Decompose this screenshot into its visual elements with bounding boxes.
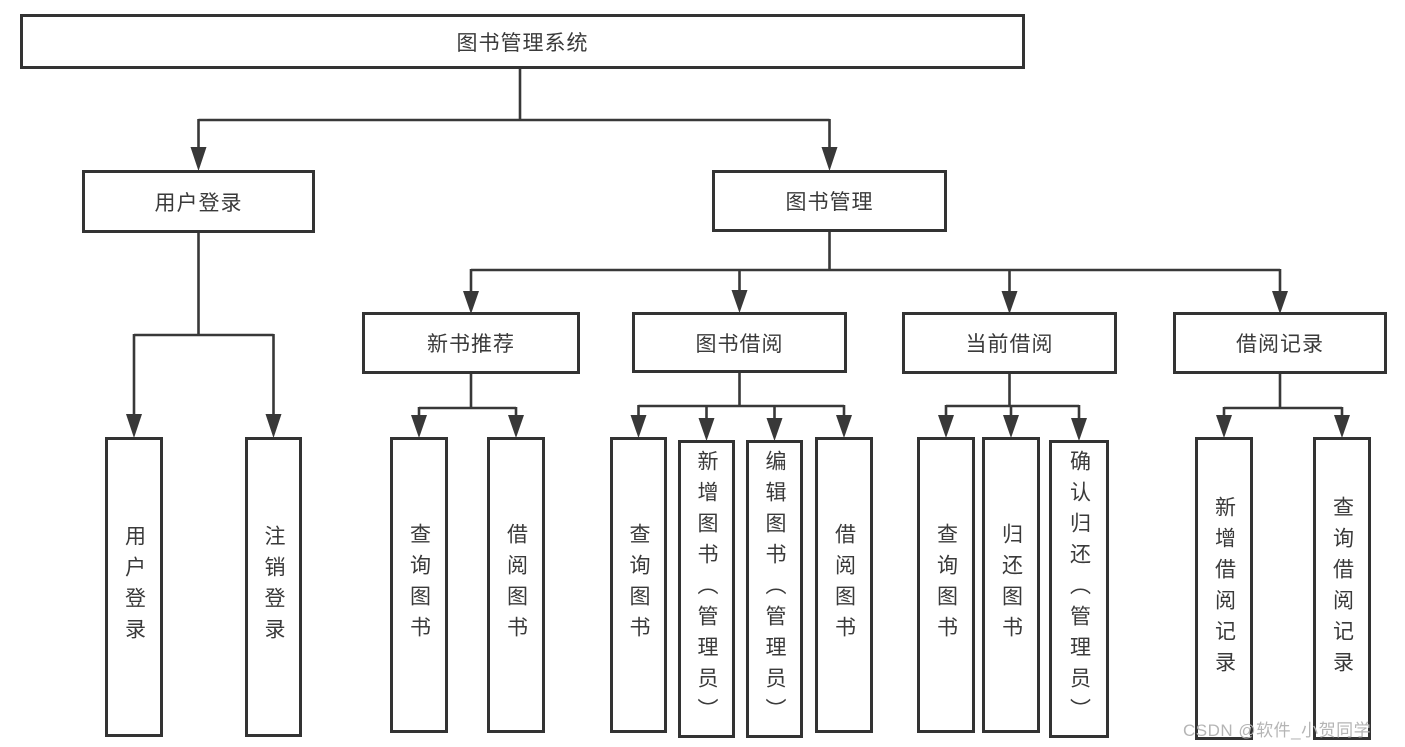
node-label: 查询图书 [407, 523, 431, 647]
node-label: 新增借阅记录 [1212, 495, 1236, 682]
leaf-newrec-borrow-books: 借阅图书 [487, 437, 545, 733]
node-label: 归还图书 [999, 523, 1023, 647]
node-user-login: 用户登录 [82, 170, 315, 233]
node-label: 查询图书 [934, 523, 958, 647]
leaf-logout: 注销登录 [245, 437, 302, 737]
connector-current-borrow-branch [938, 374, 1087, 441]
leaf-return-books: 归还图书 [982, 437, 1040, 733]
leaf-borrow-query-books: 查询图书 [610, 437, 667, 733]
node-label: 查询借阅记录 [1330, 495, 1354, 682]
node-book-borrowing: 图书借阅 [632, 312, 847, 373]
leaf-query-borrow-record: 查询借阅记录 [1313, 437, 1371, 740]
node-label: 当前借阅 [965, 333, 1054, 356]
leaf-borrow-books: 借阅图书 [815, 437, 873, 733]
leaf-edit-books-admin: 编辑图书（管理员） [746, 440, 803, 738]
node-new-book-recommend: 新书推荐 [362, 312, 580, 374]
node-label: 新书推荐 [427, 333, 515, 356]
node-label: 新增图书（管理员） [695, 449, 718, 729]
node-label: 图书管理系统 [456, 31, 589, 55]
node-label: 确认归还（管理员） [1067, 449, 1091, 729]
node-label: 借阅记录 [1236, 333, 1324, 356]
node-book-management: 图书管理 [712, 170, 947, 232]
connector-root-to-level2 [190, 68, 838, 171]
node-label: 借阅图书 [832, 523, 856, 647]
leaf-add-books-admin: 新增图书（管理员） [678, 440, 735, 738]
csdn-watermark: CSDN @软件_小贺同学 [1183, 721, 1372, 740]
node-borrowing-records: 借阅记录 [1173, 312, 1387, 374]
node-root-library-system: 图书管理系统 [20, 14, 1025, 69]
leaf-add-borrow-record: 新增借阅记录 [1195, 437, 1253, 740]
connector-user-login-branch [126, 233, 282, 438]
node-label: 用户登录 [122, 525, 146, 649]
leaf-user-login: 用户登录 [105, 437, 163, 737]
connector-book-mgmt-branch [463, 232, 1288, 314]
node-label: 图书管理 [785, 191, 874, 214]
connector-new-book-branch [411, 374, 524, 438]
leaf-newrec-query-books: 查询图书 [390, 437, 448, 733]
connector-book-borrow-branch [630, 373, 852, 441]
node-label: 注销登录 [262, 525, 285, 649]
node-label: 编辑图书（管理员） [763, 449, 786, 729]
leaf-current-query-books: 查询图书 [917, 437, 975, 733]
connector-borrow-records-branch [1216, 374, 1350, 438]
leaf-confirm-return-admin: 确认归还（管理员） [1049, 440, 1109, 738]
node-label: 借阅图书 [504, 523, 528, 647]
node-current-borrowing: 当前借阅 [902, 312, 1117, 374]
node-label: 用户登录 [154, 191, 243, 215]
node-label: 查询图书 [627, 523, 650, 647]
node-label: 图书借阅 [695, 332, 784, 356]
